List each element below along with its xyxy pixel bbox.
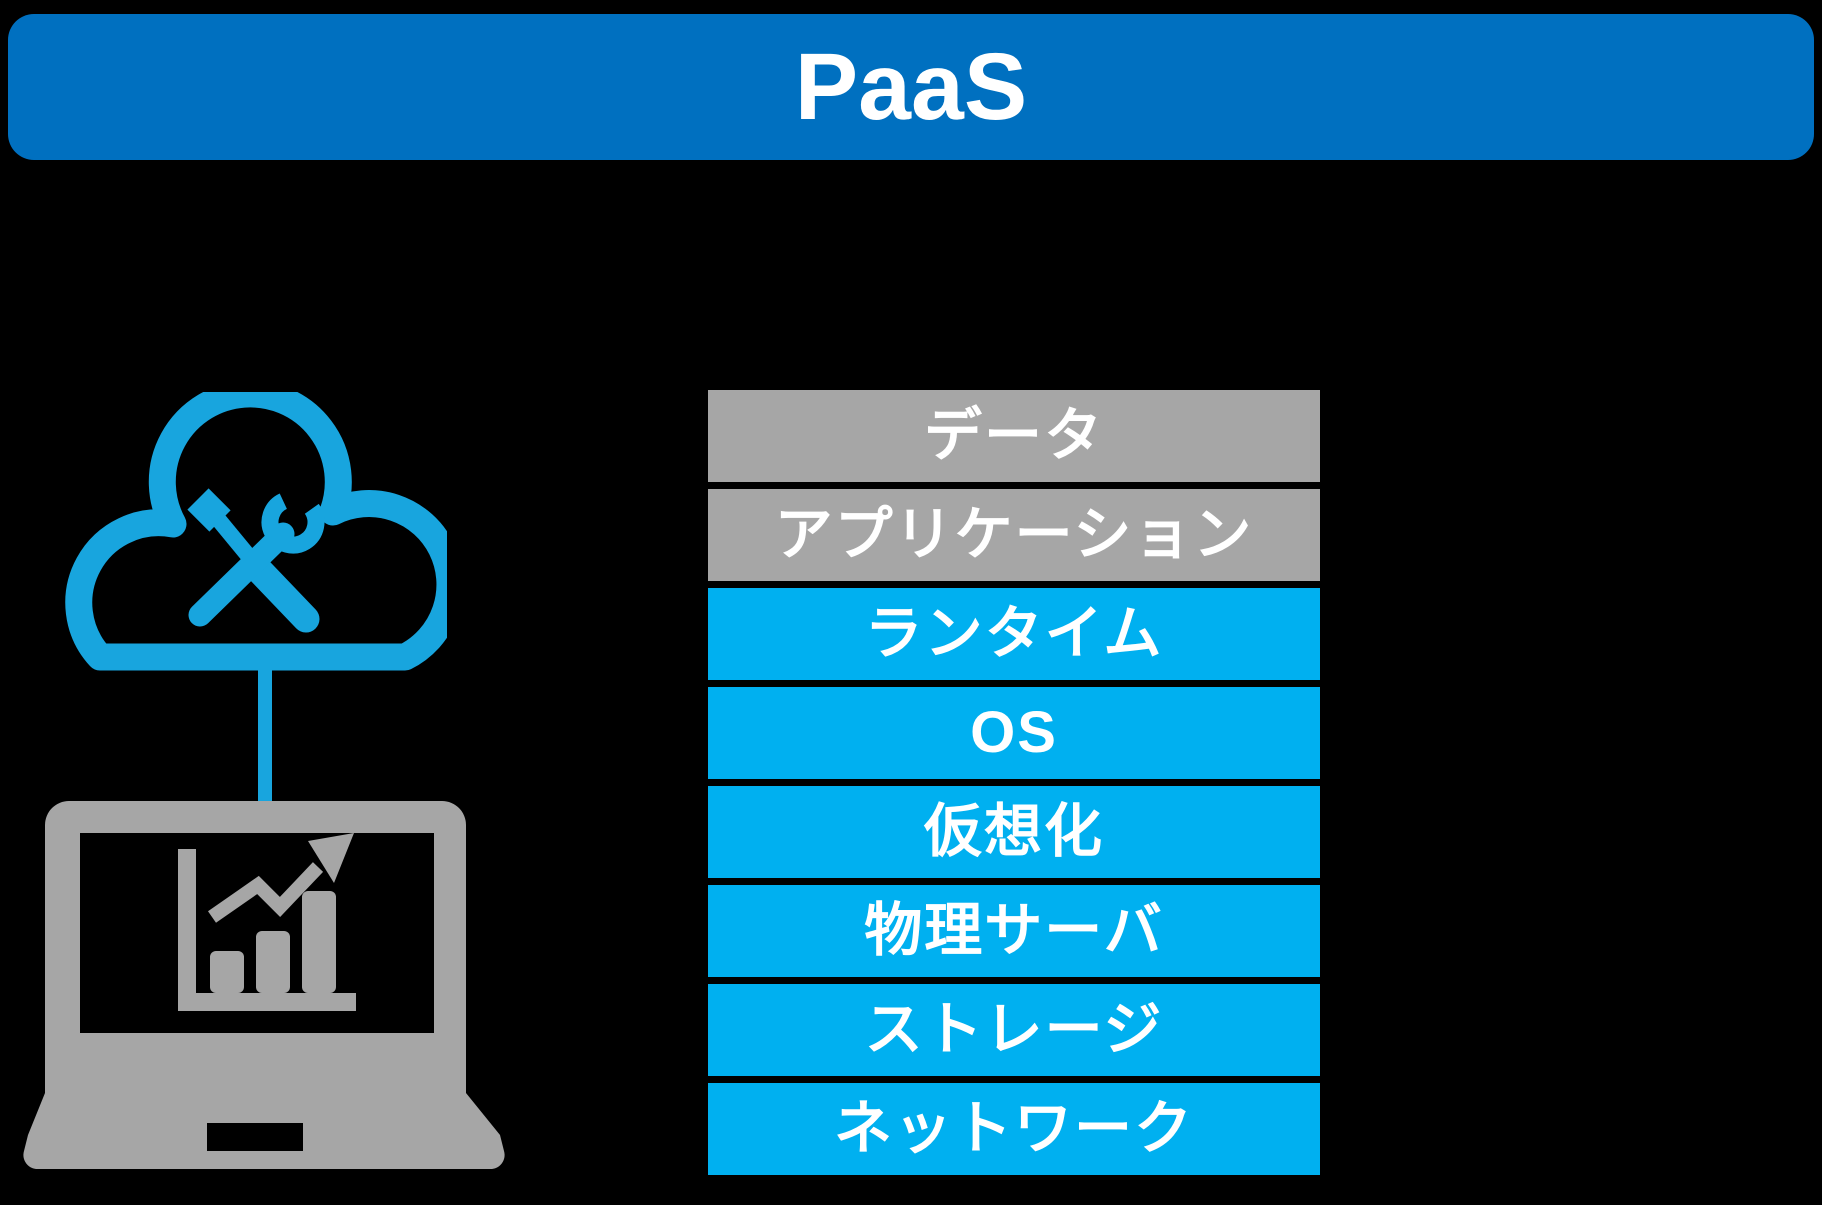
stack-layer-application: アプリケーション: [708, 489, 1320, 581]
header-banner: PaaS: [8, 14, 1814, 160]
arrow-up-icon: [308, 833, 354, 883]
laptop-icon: [23, 801, 505, 1170]
stack-layer-network: ネットワーク: [708, 1083, 1320, 1175]
cloud-tools-icon: [65, 392, 447, 671]
stack-layer-data: データ: [708, 390, 1320, 482]
layer-label: ランタイム: [864, 601, 1164, 666]
stack-layer-os: OS: [708, 687, 1320, 779]
stack-layer-physical-server: 物理サーバ: [708, 885, 1320, 977]
service-stack: データ アプリケーション ランタイム OS 仮想化 物理サーバ ストレージ ネッ…: [708, 390, 1320, 1175]
laptop-body: [23, 801, 505, 1170]
layer-label: アプリケーション: [774, 502, 1254, 567]
layer-label: データ: [923, 403, 1104, 468]
cloud-icon: [65, 392, 447, 671]
layer-label: ストレージ: [864, 997, 1164, 1062]
stack-layer-storage: ストレージ: [708, 984, 1320, 1076]
layer-label: ネットワーク: [833, 1096, 1194, 1161]
page-title: PaaS: [794, 33, 1028, 140]
stack-layer-virtualization: 仮想化: [708, 786, 1320, 878]
layer-label: 仮想化: [923, 799, 1104, 864]
bar-chart-icon: [178, 833, 356, 1011]
wrench-icon: [188, 493, 325, 627]
layer-label: OS: [970, 700, 1058, 765]
laptop-notch: [207, 1123, 303, 1151]
layer-label: 物理サーバ: [864, 898, 1164, 963]
stack-layer-runtime: ランタイム: [708, 588, 1320, 680]
cloud-to-laptop-connector-line: [258, 648, 272, 808]
